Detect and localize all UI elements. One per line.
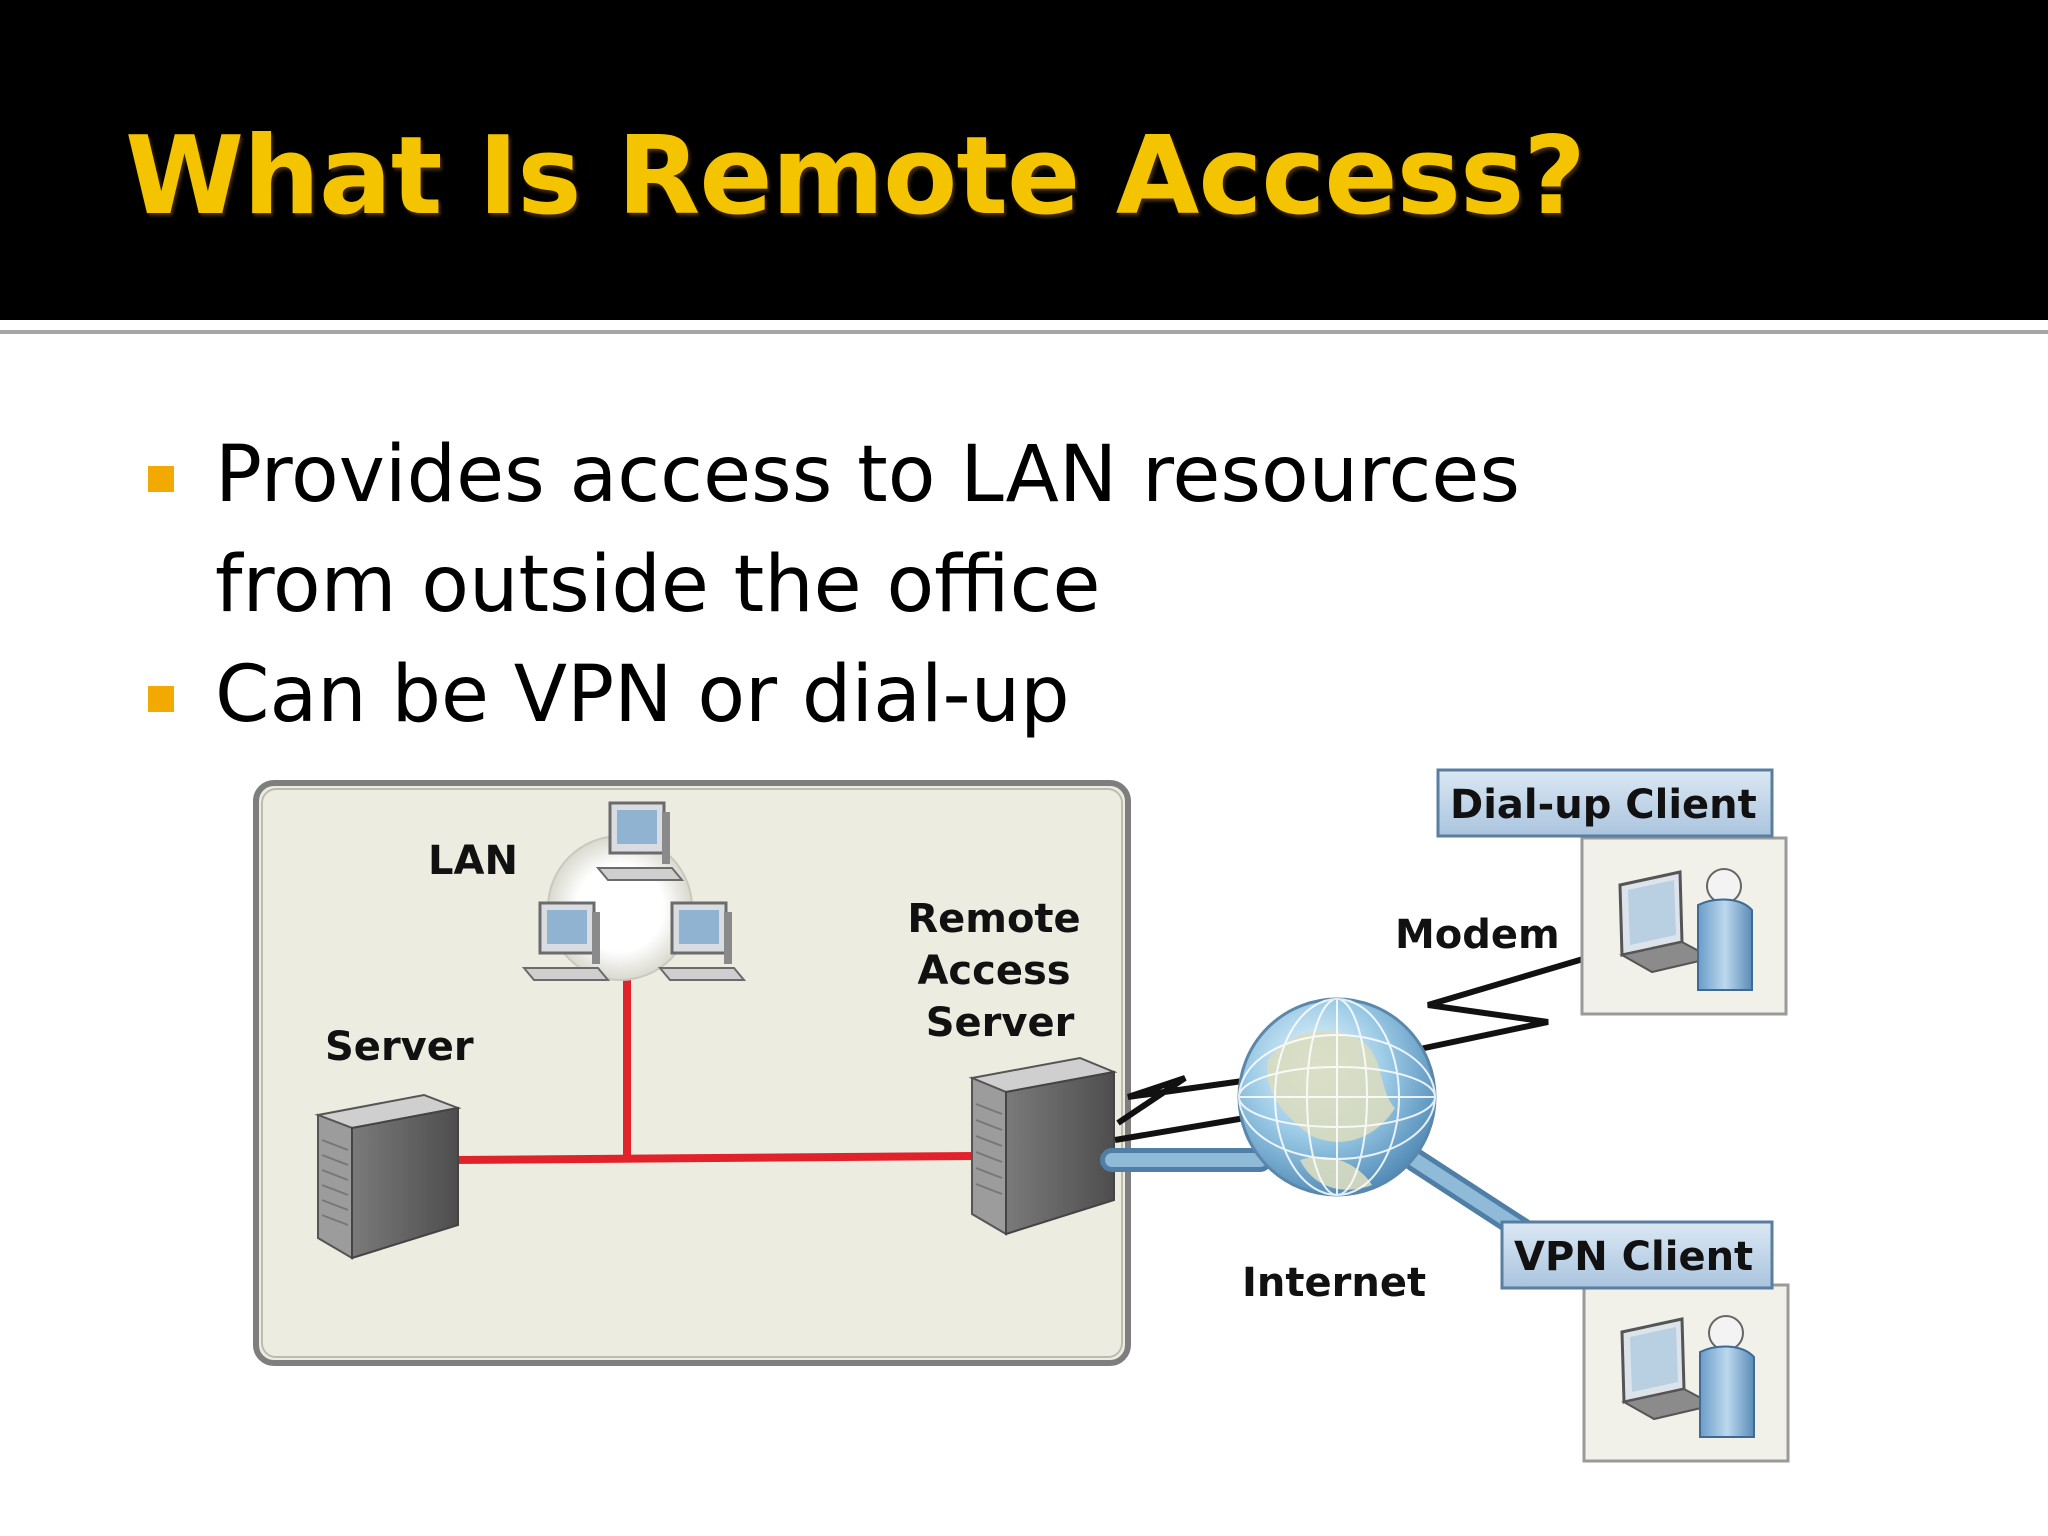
vpn-client-panel — [1500, 1220, 1790, 1463]
laptop-icon — [1618, 870, 1715, 974]
slide-title: What Is Remote Access? — [125, 114, 1586, 239]
lan-boundary-box — [253, 780, 1131, 1366]
dialup-link — [1114, 951, 1601, 1143]
bullet-item: Can be VPN or dial-up — [215, 650, 1070, 740]
bullet-list: Provides access to LAN resources from ou… — [0, 0, 2048, 760]
title-bar: What Is Remote Access? — [0, 0, 2048, 320]
bullet-square-icon — [148, 466, 174, 492]
modem-label: Modem — [1395, 912, 1560, 958]
server-icon — [314, 1093, 462, 1260]
dialup-client-panel — [1436, 768, 1788, 1016]
title-rule-white — [0, 320, 2048, 326]
laptop-icon — [1620, 1317, 1717, 1421]
bullet-square-icon — [148, 686, 174, 712]
internet-label: Internet — [1242, 1260, 1426, 1306]
title-rule-gray — [0, 330, 2048, 334]
remote-access-server-label-line3: Server — [926, 1000, 1075, 1046]
dialup-client-label: Dial-up Client — [1450, 782, 1757, 828]
user-icon — [1697, 868, 1753, 991]
bullet-item: Provides access to LAN resources from ou… — [215, 430, 1520, 630]
lan-workstations-icon — [521, 801, 747, 981]
remote-access-server-label-line1: Remote — [907, 896, 1080, 942]
server-label: Server — [325, 1024, 474, 1070]
remote-access-server-label-line2: Access — [917, 948, 1070, 994]
lan-label: LAN — [428, 838, 518, 884]
vpn-client-label: VPN Client — [1514, 1234, 1753, 1280]
user-icon — [1699, 1315, 1755, 1438]
lan-cable — [451, 956, 976, 1164]
remote-access-server-icon — [968, 1056, 1118, 1236]
internet-globe-icon — [1237, 997, 1437, 1197]
